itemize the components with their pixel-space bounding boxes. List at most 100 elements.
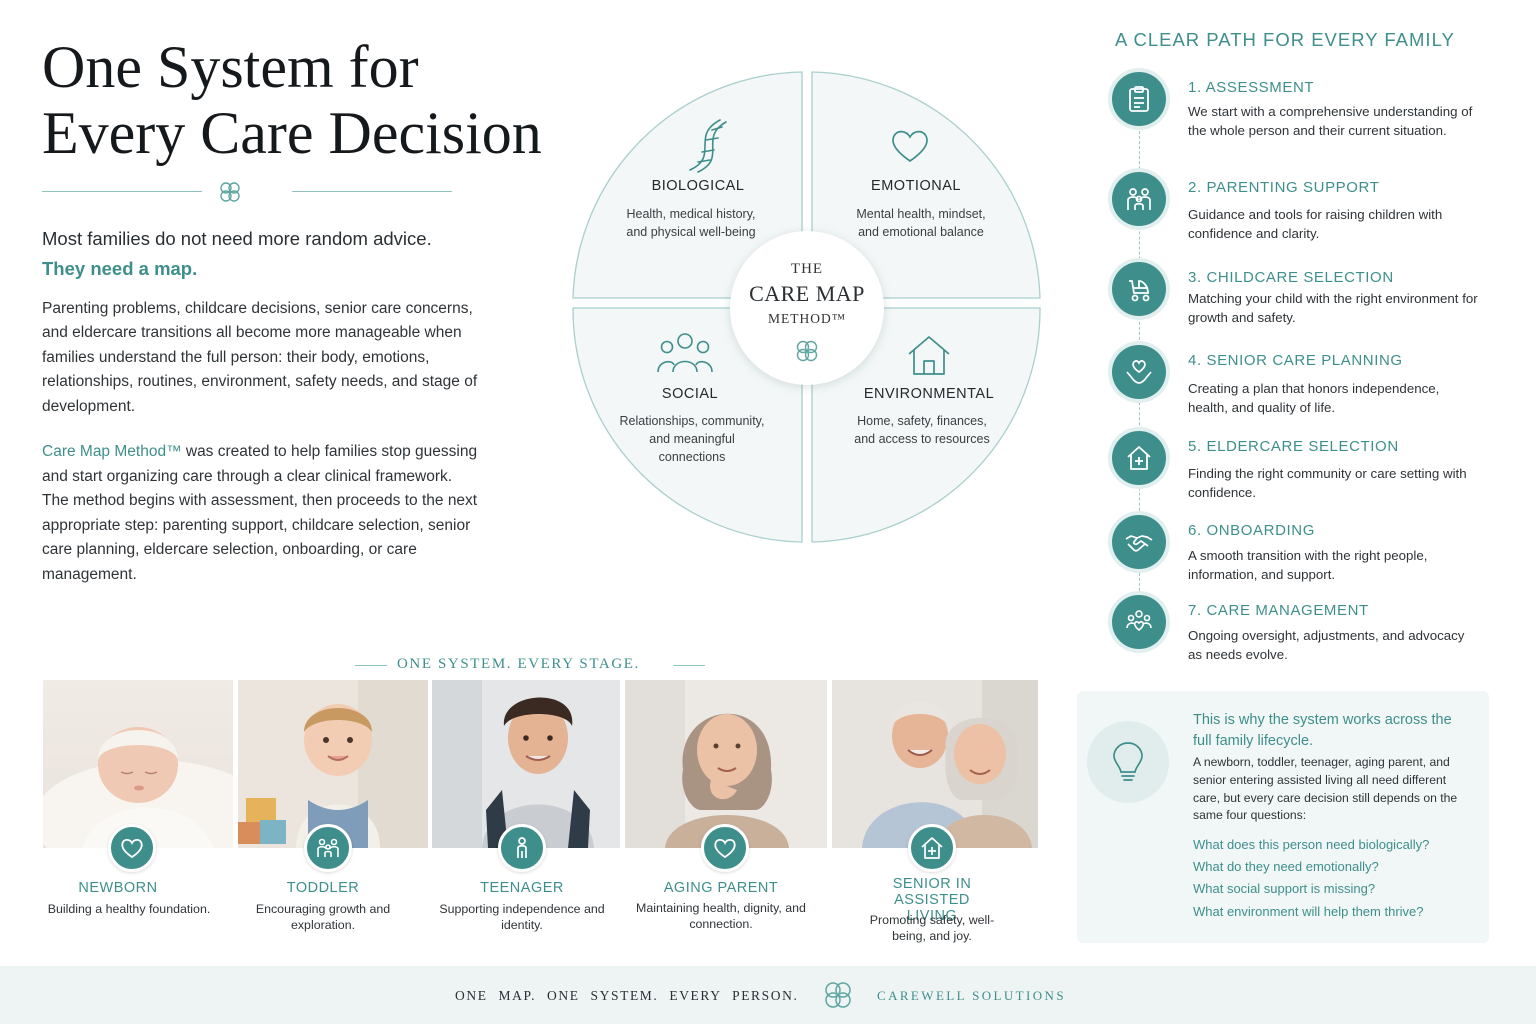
quadrant-emotional-title: EMOTIONAL [871,178,961,194]
title-line-2: Every Care Decision [42,100,542,166]
stage-title-toddler: TODDLER [286,880,360,896]
stroller-icon [1129,280,1150,302]
clipboard-icon [1129,86,1149,112]
house-icon [908,336,950,375]
quadrant-emotional-shape [811,71,1041,299]
stage-badge-teenager [498,824,546,872]
stage-desc-newborn: Building a healthy foundation. [47,902,211,916]
lifecycle-info-box: This is why the system works across the … [1077,691,1489,943]
toddler-photo [238,680,428,848]
quadrant-environmental-desc: Home, safety, finances, and access to re… [854,414,990,446]
step-title: 5. ELDERCARE SELECTION [1188,438,1399,455]
hands-heart-icon [1126,360,1152,384]
footer-brand: CAREWELL SOLUTIONS [877,988,1066,1003]
newborn-photo [43,680,233,848]
center-line-2: CARE MAP [749,281,865,306]
stage-title-senior: SENIOR IN ASSISTED LIVING [892,876,972,924]
page-title: One System for Every Care Decision [42,34,582,166]
step-icon-circle [1112,345,1166,399]
step-desc: Finding the right community or care sett… [1188,466,1467,501]
title-divider [42,180,452,204]
stages-title-text: ONE SYSTEM. EVERY STAGE. [397,656,640,672]
info-question: What social support is missing? [1193,881,1376,897]
info-question: What does this person need biologically? [1193,837,1430,852]
heart-icon [892,130,928,163]
people-icon [657,333,713,373]
step-icon-circle [1112,431,1166,485]
step-icon-circle [1112,262,1166,316]
stages-title: ONE SYSTEM. EVERY STAGE. [355,656,705,676]
center-line-1: THE [790,261,824,277]
step-title: 7. CARE MANAGEMENT [1188,602,1369,619]
quadrant-social-shape [572,307,803,543]
quadrant-biological-shape [572,71,803,299]
step-icon-circle [1112,515,1166,569]
quadrant-biological-title: BIOLOGICAL [651,178,745,194]
info-heading: This is why the system works across the … [1193,712,1452,749]
step-title: 4. SENIOR CARE PLANNING [1188,352,1403,369]
info-body: A newborn, toddler, teenager, aging pare… [1193,755,1458,823]
dna-icon [689,119,727,173]
teenager-photo [432,680,620,848]
stage-badge-newborn [108,824,156,872]
step-desc: Guidance and tools for raising children … [1188,207,1443,242]
stage-desc-aging-parent: Maintaining health, dignity, and connect… [636,901,806,931]
quadrant-environmental-shape [811,307,1041,543]
step-desc: Ongoing oversight, adjustments, and advo… [1188,628,1465,663]
center-line-3: METHOD™ [768,311,846,326]
diagram-center: THE CARE MAP METHOD™ [730,231,884,385]
path-title: A CLEAR PATH FOR EVERY FAMILY [1115,29,1455,50]
seniors-photo [832,680,1038,848]
quadrant-environmental-title: ENVIRONMENTAL [863,386,995,402]
intro-lead: Most families do not need more random ad… [42,224,432,284]
diagram-quadrants [572,71,1041,543]
info-question: What do they need emotionally? [1193,859,1379,875]
step-title: 2. PARENTING SUPPORT [1188,179,1380,196]
intro-paragraph-2: Care Map Method™ was created to help fam… [42,440,482,588]
step-desc: We start with a comprehensive understand… [1188,104,1473,139]
step-title: 6. ONBOARDING [1188,522,1315,539]
quadrant-social-desc: Relationships, community, and meaningful… [619,414,765,464]
method-name: Care Map Method™ [42,443,182,460]
heart-icon [121,838,143,859]
step-title: 1. ASSESSMENT [1188,79,1315,96]
family-icon [1127,188,1151,210]
step-icon-circle [1112,172,1166,226]
lead-accent: They need a map. [42,258,198,279]
footer: ONE MAP. ONE SYSTEM. EVERY PERSON. CAREW… [0,966,1536,1024]
knot-logo-icon [825,982,851,1008]
stage-title-teenager: TEENAGER [480,880,564,896]
stage-badge-toddler [304,824,352,872]
info-question: What environment will help them thrive? [1193,903,1424,919]
lightbulb-icon [1113,742,1143,781]
quadrant-emotional-desc: Mental health, mindset, and emotional ba… [856,207,986,239]
stage-title-aging-parent: AGING PARENT [663,880,779,896]
step-title: 3. CHILDCARE SELECTION [1188,269,1394,286]
lead-text: Most families do not need more random ad… [42,228,432,249]
care-map-diagram: BIOLOGICAL Health, medical history, and … [570,68,1042,546]
stage-title-newborn: NEWBORN [78,880,158,896]
step-icon-circle [1112,72,1166,126]
intro-paragraph-1: Parenting problems, childcare decisions,… [42,300,478,415]
care-team-icon [1126,610,1152,632]
step-desc: Creating a plan that honors independence… [1188,381,1440,416]
stage-desc-toddler: Encouraging growth and exploration. [255,902,391,932]
title-line-1: One System for [42,34,419,100]
home-care-icon [921,837,943,859]
footer-slogan: ONE MAP. ONE SYSTEM. EVERY PERSON. [455,988,799,1003]
lightbulb-icon-circle [1087,721,1169,803]
stage-badge-aging-parent [701,824,749,872]
handshake-icon [1125,535,1153,552]
knot-icon [796,340,818,362]
quadrant-social-title: SOCIAL [661,386,719,402]
step-desc: Matching your child with the right envir… [1188,291,1478,326]
stage-badge-senior [908,824,956,872]
step-desc: A smooth transition with the right peopl… [1188,548,1428,583]
heart-icon [714,838,736,859]
home-care-icon [1127,446,1151,470]
step-icon-circle [1112,595,1166,649]
quadrant-biological-desc: Health, medical history, and physical we… [626,207,756,239]
stage-desc-senior: Promoting safety, well-being, and joy. [869,913,995,943]
person-icon [517,837,527,858]
info-questions: What does this person need biologically?… [1193,834,1429,923]
